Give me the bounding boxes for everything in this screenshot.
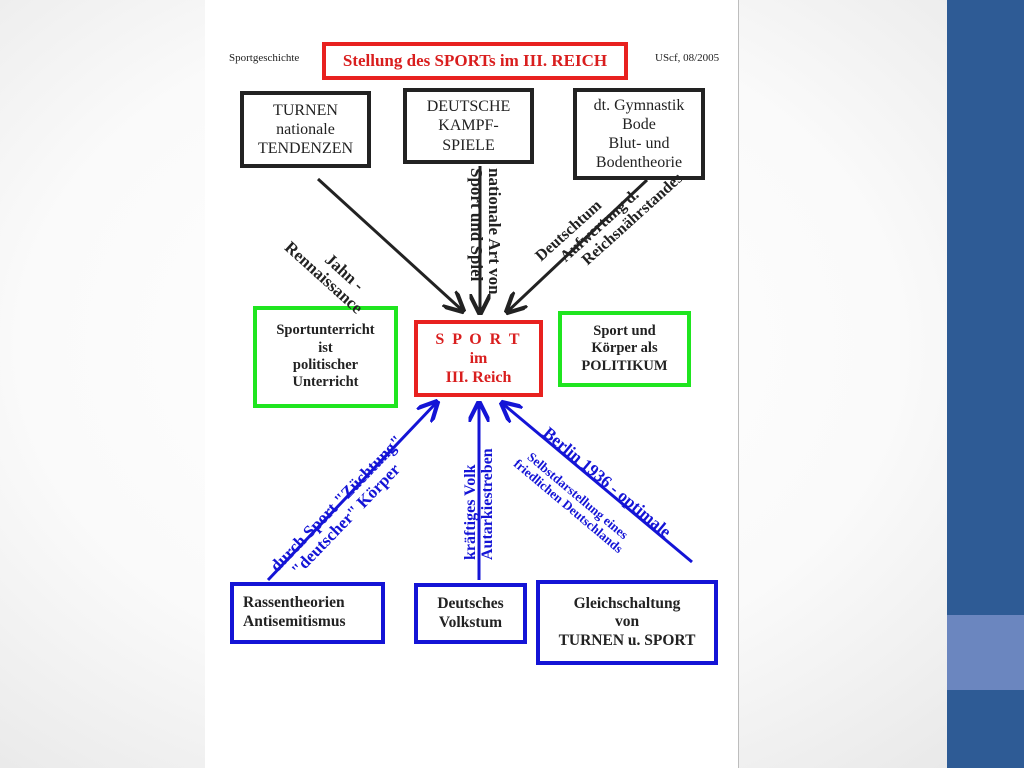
box-volkstum-line: Deutsches bbox=[437, 594, 504, 612]
label-nationale-art-line: nationale Art von bbox=[485, 168, 504, 295]
scanned-page: Sportgeschichte Stellung des SPORTs im I… bbox=[205, 0, 739, 768]
box-rassentheorien-line: Rassentheorien bbox=[243, 594, 345, 612]
box-politikum: Sport und Körper als POLITIKUM bbox=[558, 311, 691, 387]
box-sportunterricht: Sportunterricht ist politischer Unterric… bbox=[253, 306, 398, 408]
box-kampfspiele-line: DEUTSCHE bbox=[426, 98, 511, 116]
box-rassentheorien: Rassentheorien Antisemitismus bbox=[230, 582, 385, 644]
arrows-layer bbox=[266, 166, 693, 582]
box-turnen: TURNEN nationale TENDENZEN bbox=[240, 91, 371, 168]
header-left-text: Sportgeschichte bbox=[229, 52, 300, 64]
box-gymnastik-line: dt. Gymnastik bbox=[593, 96, 685, 114]
label-nationale-art: nationale Art von Sport und Spiel bbox=[467, 168, 504, 295]
box-gleichschaltung-line: Gleichschaltung bbox=[573, 594, 681, 612]
box-politikum-line: Sport und bbox=[593, 322, 656, 339]
center-box-sport: S P O R T im III. Reich bbox=[414, 320, 543, 397]
box-volkstum-line: Volkstum bbox=[438, 613, 503, 631]
label-kraeftiges-volk: kräftiges Volk Autarkiestreben bbox=[462, 448, 497, 560]
box-politikum-line: Körper als bbox=[591, 340, 658, 357]
box-politikum-line: POLITIKUM bbox=[581, 357, 668, 374]
title-box: Stellung des SPORTs im III. REICH bbox=[322, 42, 628, 80]
arrow-deutschtum bbox=[507, 178, 649, 312]
box-gymnastik-line: Bodentheorie bbox=[595, 154, 683, 172]
label-kraeftiges-volk-line: kräftiges Volk bbox=[462, 464, 479, 560]
center-box-line: im bbox=[469, 349, 488, 367]
box-gymnastik-line: Blut- und bbox=[608, 135, 670, 152]
arrow-zuechtung bbox=[266, 402, 437, 582]
box-kampfspiele-line: KAMPF- bbox=[438, 117, 499, 135]
header-right-text: UScf, 08/2005 bbox=[655, 52, 720, 64]
box-sportunterricht-line: Unterricht bbox=[292, 374, 359, 391]
box-sportunterricht-line: ist bbox=[318, 339, 333, 356]
box-gymnastik: dt. Gymnastik Bode Blut- und Bodentheori… bbox=[573, 88, 705, 180]
box-turnen-line: TENDENZEN bbox=[257, 140, 354, 158]
box-kampfspiele: DEUTSCHE KAMPF- SPIELE bbox=[403, 88, 534, 164]
box-gleichschaltung: Gleichschaltung von TURNEN u. SPORT bbox=[536, 580, 718, 665]
box-gymnastik-line: Bode bbox=[622, 115, 656, 133]
box-volkstum: Deutsches Volkstum bbox=[414, 583, 527, 644]
label-nationale-art-line: Sport und Spiel bbox=[467, 168, 487, 282]
box-gleichschaltung-line: TURNEN u. SPORT bbox=[558, 631, 696, 649]
label-kraeftiges-volk-line: Autarkiestreben bbox=[478, 448, 496, 560]
slide-side-accent bbox=[947, 615, 1024, 690]
box-turnen-line: TURNEN bbox=[273, 101, 338, 119]
center-box-line: S P O R T bbox=[435, 330, 522, 348]
box-sportunterricht-line: politischer bbox=[292, 357, 359, 373]
box-turnen-line: nationale bbox=[276, 120, 335, 138]
title-text: Stellung des SPORTs im III. REICH bbox=[342, 50, 608, 70]
box-rassentheorien-line: Antisemitismus bbox=[243, 613, 346, 630]
box-sportunterricht-line: Sportunterricht bbox=[276, 322, 375, 339]
box-kampfspiele-line: SPIELE bbox=[442, 136, 495, 154]
center-box-line: III. Reich bbox=[445, 369, 512, 387]
box-gleichschaltung-line: von bbox=[614, 613, 640, 631]
arrow-berlin bbox=[502, 403, 693, 564]
arrow-jahn bbox=[316, 177, 463, 311]
